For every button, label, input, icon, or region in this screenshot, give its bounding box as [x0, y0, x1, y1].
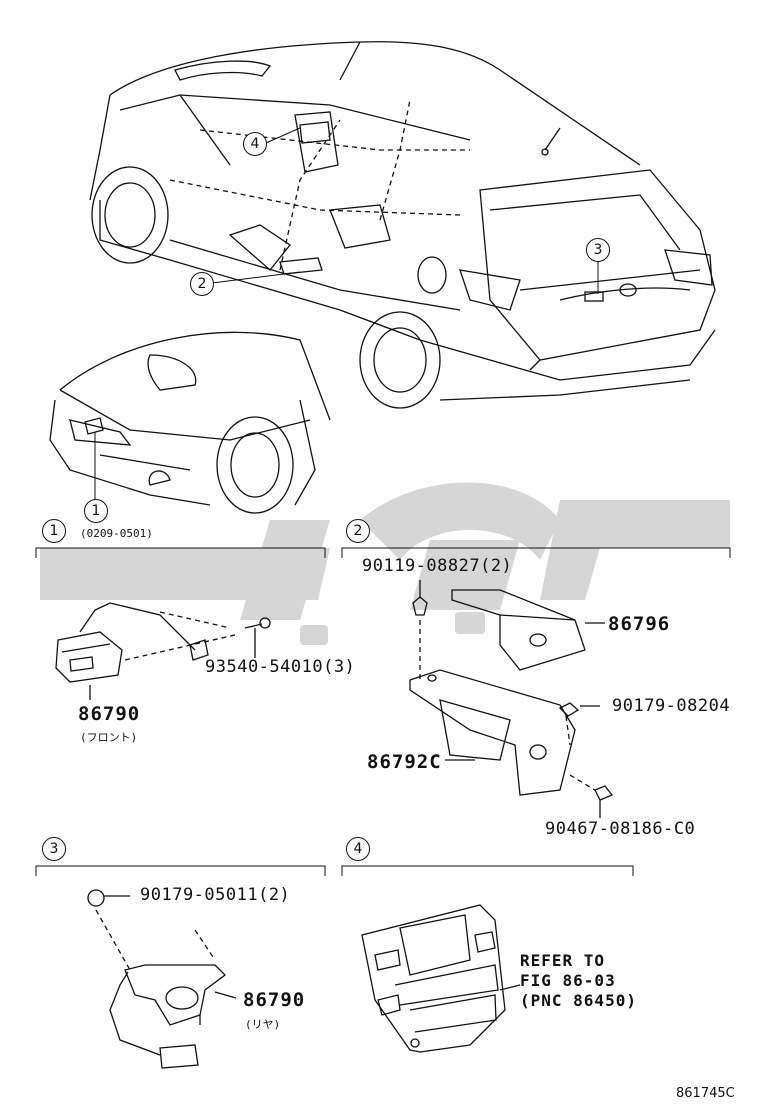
part-90119-08827: 90119-08827(2) [362, 556, 513, 576]
refer-line-1: REFER TO [520, 951, 606, 970]
part-90467-08186-c0: 90467-08186-C0 [545, 819, 696, 839]
section-marker-1: 1 [42, 519, 66, 543]
part-86790-rear: 86790 [243, 989, 306, 1011]
front-camera-date-note: (0209-0501) [80, 527, 153, 540]
section-marker-3: 3 [42, 837, 66, 861]
watermark-logo [40, 482, 730, 645]
rear-camera-subtitle: (リヤ) [245, 1018, 281, 1031]
part-86796: 86796 [608, 613, 671, 635]
front-camera-subtitle: (フロント) [80, 731, 138, 744]
rear-car-illustration [89, 41, 716, 409]
section-dividers [35, 547, 731, 876]
part-93540-54010: 93540-54010(3) [205, 657, 356, 677]
rear-camera-part [87, 889, 237, 1069]
refer-line-2: FIG 86-03 [520, 971, 616, 990]
navigation-panel [361, 904, 521, 1053]
part-90179-08204: 90179-08204 [612, 696, 731, 716]
section-marker-2: 2 [346, 519, 370, 543]
refer-line-3: (PNC 86450) [520, 991, 637, 1010]
section-marker-4: 4 [346, 837, 370, 861]
callout-1: 1 [84, 499, 108, 523]
part-90179-05011: 90179-05011(2) [140, 885, 291, 905]
callout-4: 4 [243, 132, 267, 156]
part-86790-front: 86790 [78, 703, 141, 725]
figure-id: 861745C [676, 1086, 735, 1101]
part-86792c: 86792C [367, 751, 442, 773]
front-camera-part [55, 602, 271, 700]
front-car-illustration [49, 331, 331, 514]
ecu-assembly [409, 580, 614, 818]
callout-2: 2 [190, 272, 214, 296]
callout-leaders [94, 127, 599, 500]
callout-3: 3 [586, 238, 610, 262]
